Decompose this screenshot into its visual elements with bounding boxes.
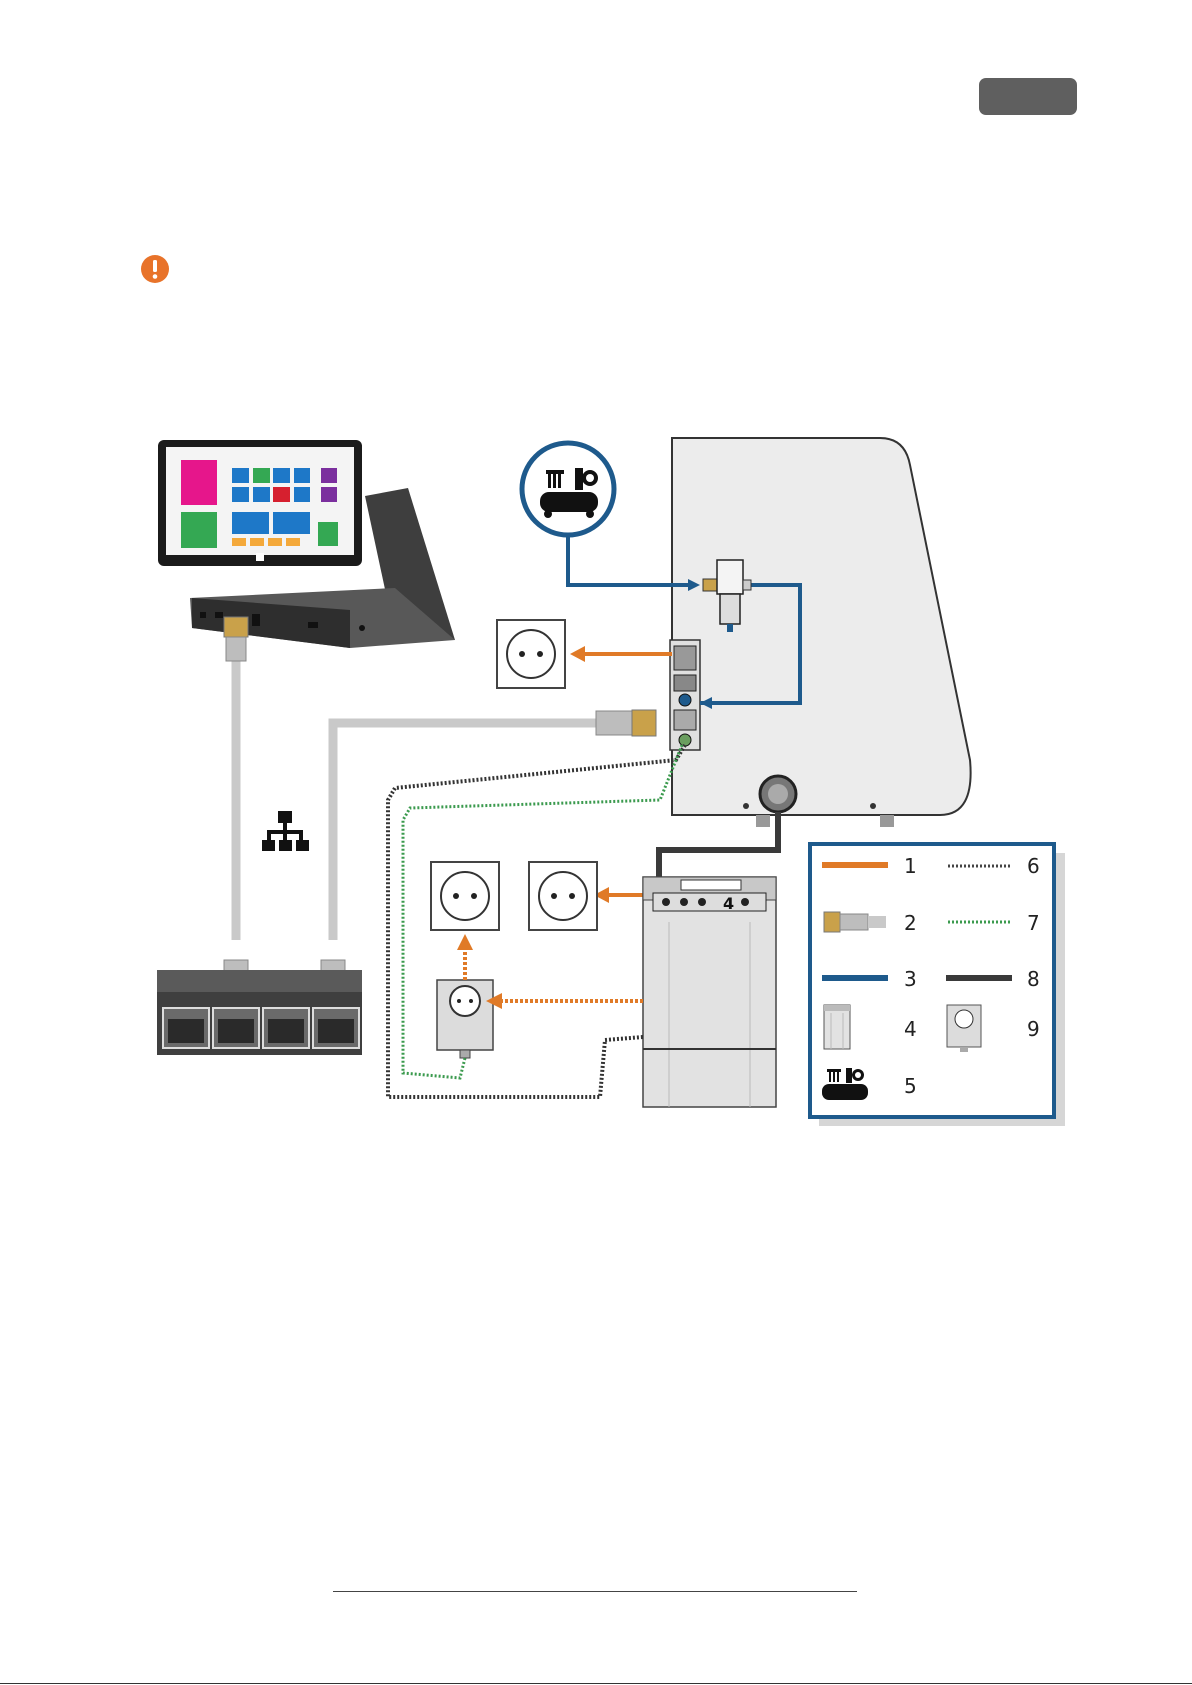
legend-num-6: 6	[1027, 854, 1040, 878]
legend-num-1: 1	[904, 854, 917, 878]
wall-outlet-top	[497, 620, 565, 688]
legend-swatch-3	[822, 975, 888, 981]
wall-outlet-middle-left	[431, 862, 499, 930]
legend-num-4: 4	[904, 1017, 917, 1041]
bottom-rule	[0, 1683, 1192, 1684]
legend-swatch-9	[947, 1005, 981, 1052]
legend-swatch-1	[822, 862, 888, 868]
filter-unit: 4	[643, 877, 776, 1107]
legend-swatch-4	[824, 1005, 850, 1049]
remote-switch-socket	[437, 980, 493, 1058]
legend-num-3: 3	[904, 967, 917, 991]
legend-num-7: 7	[1027, 911, 1040, 935]
wall-outlet-middle-right	[529, 862, 597, 930]
legend: 1 6 2 7 3 8 4 9	[810, 844, 1065, 1126]
legend-swatch-8	[946, 975, 1012, 981]
milling-machine	[670, 438, 971, 827]
network-icon	[262, 811, 309, 851]
legend-num-9: 9	[1027, 1017, 1040, 1041]
legend-num-5: 5	[904, 1074, 917, 1098]
legend-num-2: 2	[904, 911, 917, 935]
legend-num-8: 8	[1027, 967, 1040, 991]
network-switch	[157, 970, 362, 1055]
compressor-badge	[522, 443, 614, 535]
tablet	[158, 440, 362, 566]
filter-panel-digit: 4	[723, 894, 734, 913]
footer-rule	[333, 1591, 857, 1592]
